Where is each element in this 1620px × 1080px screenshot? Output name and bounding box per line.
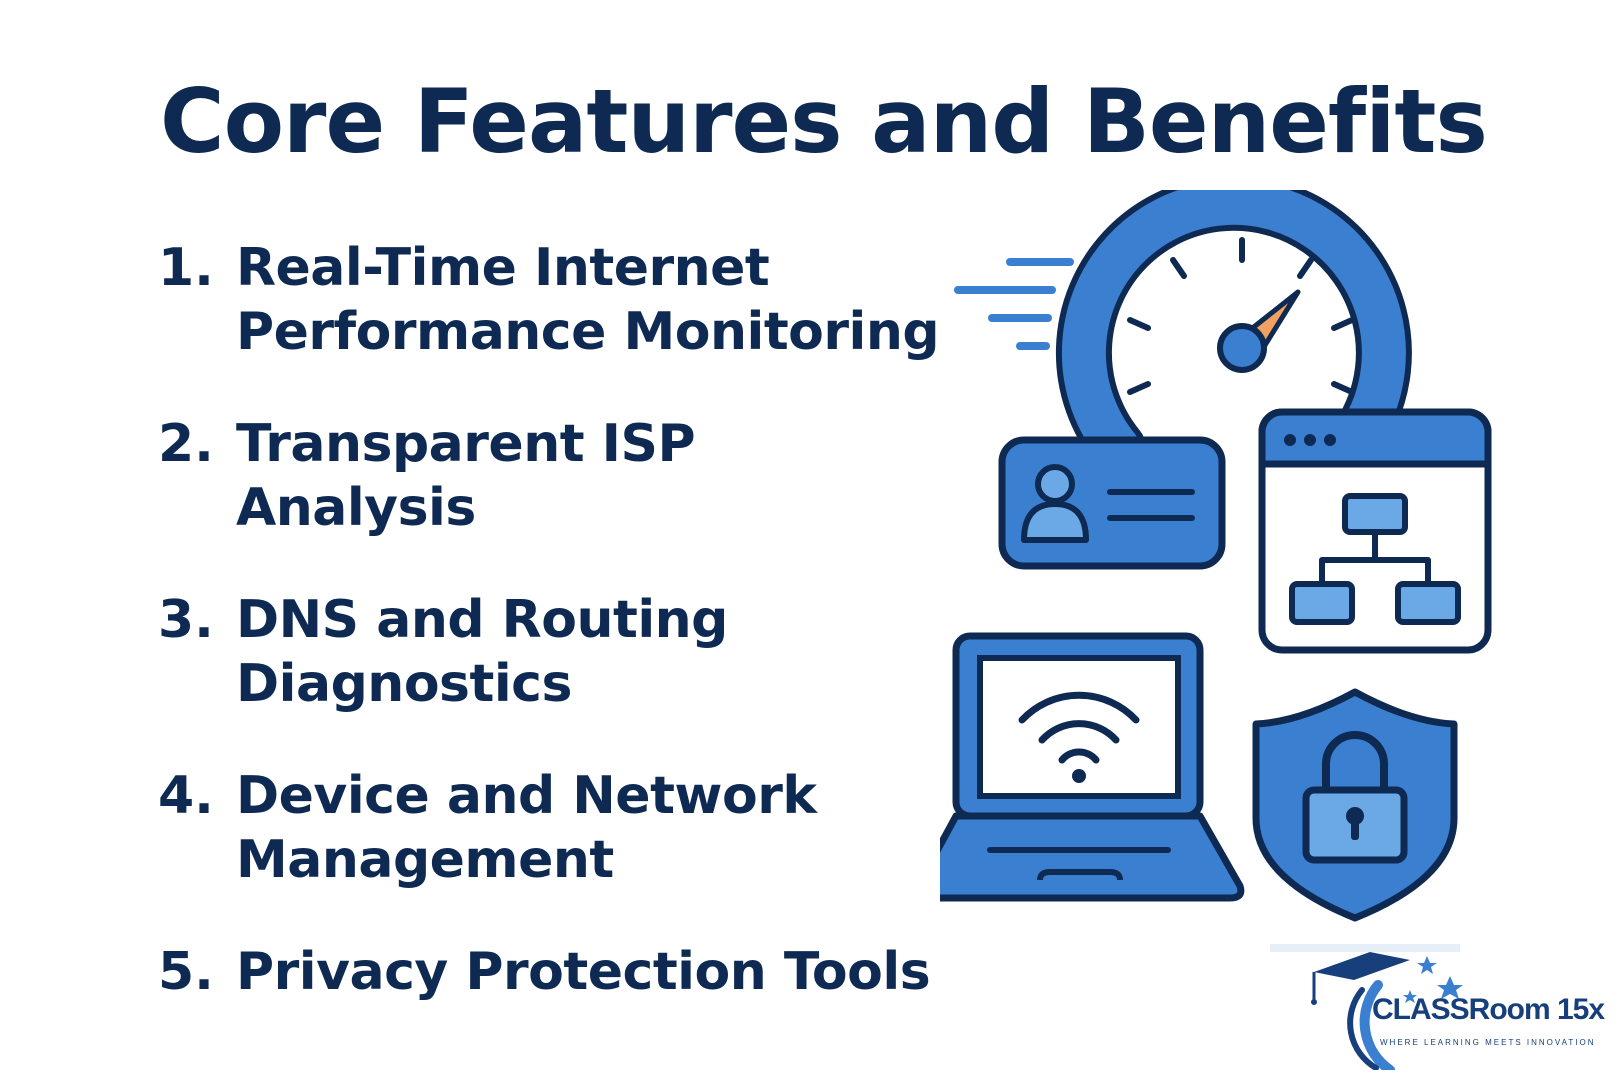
feature-line: Management	[236, 830, 614, 890]
page-title: Core Features and Benefits	[160, 70, 1488, 173]
feature-number: 3.	[158, 590, 214, 650]
feature-list: 1. Real-Time Internet Performance Monito…	[158, 236, 958, 1020]
feature-line: Analysis	[236, 478, 476, 538]
network-window-icon	[1258, 408, 1492, 654]
brand-name: CLASSRoom 15x	[1372, 993, 1605, 1026]
feature-item: 1. Real-Time Internet Performance Monito…	[158, 236, 958, 412]
speed-lines-icon	[954, 258, 1074, 350]
feature-text: Device and Network Management	[236, 764, 817, 892]
shield-lock-icon	[1252, 688, 1458, 922]
graduation-cap-icon	[1311, 952, 1410, 1005]
feature-line: Transparent ISP	[236, 414, 696, 474]
speedometer-icon	[1055, 190, 1412, 476]
feature-line: Privacy Protection Tools	[236, 942, 931, 1002]
feature-number: 5.	[158, 942, 214, 1002]
classroom-logo	[1270, 944, 1463, 1070]
feature-item: 4. Device and Network Management	[158, 764, 958, 940]
feature-number: 1.	[158, 238, 214, 298]
feature-item: 2. Transparent ISP Analysis	[158, 412, 958, 588]
feature-text: Privacy Protection Tools	[236, 940, 931, 1004]
star-icon	[1403, 956, 1463, 1003]
feature-line: Device and Network	[236, 766, 817, 826]
feature-item: 5. Privacy Protection Tools	[158, 940, 958, 1020]
feature-number: 2.	[158, 414, 214, 474]
network-illustration	[940, 190, 1492, 922]
feature-line: Performance Monitoring	[236, 302, 940, 362]
feature-text: DNS and Routing Diagnostics	[236, 588, 728, 716]
feature-text: Transparent ISP Analysis	[236, 412, 696, 540]
laptop-wifi-icon	[940, 632, 1245, 902]
feature-line: Real-Time Internet	[236, 238, 770, 298]
user-id-card-icon	[998, 436, 1226, 570]
brand-tagline: WHERE LEARNING MEETS INNOVATION	[1380, 1038, 1596, 1047]
feature-item: 3. DNS and Routing Diagnostics	[158, 588, 958, 764]
feature-number: 4.	[158, 766, 214, 826]
logo-swoosh-icon	[1347, 987, 1379, 1070]
feature-line: Diagnostics	[236, 654, 572, 714]
feature-line: DNS and Routing	[236, 590, 728, 650]
feature-text: Real-Time Internet Performance Monitorin…	[236, 236, 940, 364]
logo-swoosh-icon	[1359, 980, 1395, 1070]
